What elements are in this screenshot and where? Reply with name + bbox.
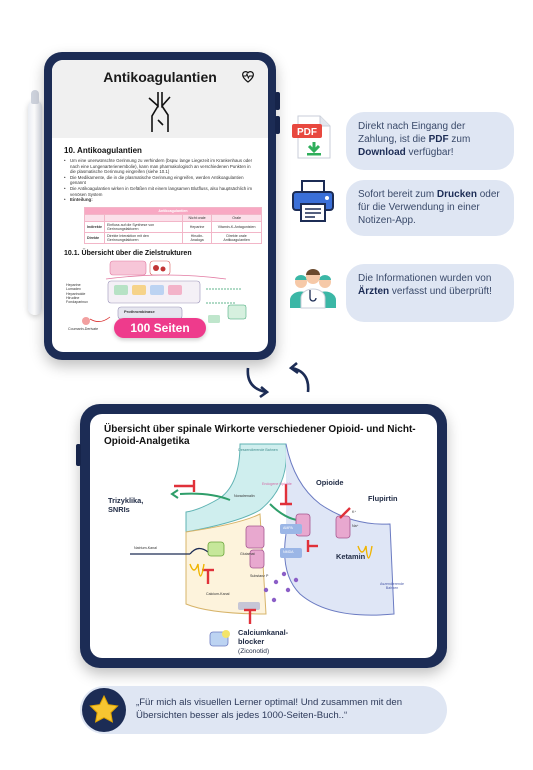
feature-print: Sofort bereit zum Drucken oder für die V… [346,180,514,236]
table-cell: Direkte orale Antikoagulantien [211,231,262,244]
table-cell: Heparine [181,220,213,233]
feature-bold-text: PDF [428,134,449,145]
label-aszendierende-bahnen: Aszendierende Bahnen [380,582,404,590]
label-ampa: AMPA [283,526,293,530]
cycle-arrows-icon [246,362,310,399]
bullet-text: Um eine unerwünschte Gerinnung zu verhin… [64,158,256,175]
diagram-label: Heparinoide [66,291,86,296]
feature-text: Sofort bereit zum [358,189,437,200]
pdf-download-icon: PDF [292,115,331,159]
pages-count-badge: 100 Seiten [114,318,206,338]
feature-text: zum [448,134,471,145]
diagram-label: Lumadex [66,287,81,292]
label-deszendierende-bahnen: Deszendierende Bahnen [238,448,278,452]
analgesic-sites-diagram [130,443,395,647]
label-calcium-kanal: Calcium-Kanal [206,592,230,596]
document-page: Antikoagulantien 10. Antikoagulantien Um… [52,60,268,352]
diagram-label-list: Heparine Lumadex Heparinoide Hirudine Fo… [66,283,88,305]
feature-text: verfügbar! [405,147,454,158]
table-cell: Einfluss auf die Synthese von Gerinnungs… [103,220,183,233]
table-row: Direkte Direkte Interaktion mit den Geri… [84,231,262,244]
section-heading: 10. Antikoagulantien [64,146,142,155]
star-icon [89,694,119,723]
label-k-plus: K⁺ [352,510,357,514]
diagram-label: Coumarin-Derivate [68,326,99,331]
label-glutamat: Glutamat [240,552,255,556]
feature-bold-text: Drucken [436,189,477,200]
feature-text: oder für die Verwendung in einer Notizen… [358,189,500,226]
label-opioide: Opioide [316,478,344,487]
label-na-plus: Na⁺ [352,524,359,528]
label-calciumkanalblocker: Calciumkanal-blocker [238,628,289,646]
star-badge [82,688,126,732]
overview-title: Übersicht über spinale Wirkorte verschie… [104,424,416,447]
table-subheader: Orale [211,213,262,222]
label-nmda: NMDA [283,550,294,554]
testimonial-banner: „Für mich als visuellen Lerner optimal! … [80,686,447,734]
table-cell: Indirekte [84,220,105,233]
document-header: Antikoagulantien [52,60,268,138]
overview-page: Übersicht über spinale Wirkorte verschie… [90,414,437,658]
table-cell: Hirudin-Analoga [181,231,213,244]
table-subheader [103,213,183,222]
document-title: Antikoagulantien [103,69,217,85]
label-ziconotid: (Ziconotid) [238,648,270,655]
diagram-label: Fondaparinux [66,300,88,305]
bullet-text: Einteilung: [64,197,256,203]
table-cell: Direkte [84,231,105,244]
testimonial-text: „Für mich als visuellen Lerner optimal! … [136,697,403,721]
diagram-label: Hirudine [66,295,80,300]
bullet-text: Die Antikoagulantien wirken in Gefäßen m… [64,186,256,197]
feature-pdf-download: Direkt nach Eingang der Zahlung, ist die… [346,112,514,170]
table-header: Antikoagulantien [84,206,262,215]
feature-doctors: Die Informationen wurden von Ärzten verf… [346,264,514,322]
table-cell: Direkte Interaktion mit den Gerinnungsfa… [103,231,183,244]
tablet-side-button [76,444,81,466]
tablet-side-button [275,92,280,110]
label-flupirtin: Flupirtin [368,494,398,503]
label-trizyklika: Trizyklika, SNRIs [108,496,144,514]
heart-pulse-icon [242,71,254,83]
feature-text: verfasst und überprüft! [389,286,492,297]
feature-text: Die Informationen wurden von [358,273,492,284]
feature-bold-text: Download [358,147,406,158]
label-endogene-opioide: Endogene Opioide [262,482,292,486]
diagram-label: Prothrombinase [124,308,155,314]
tablet-side-button [275,116,280,134]
printer-icon [292,180,334,222]
diagram-label: Heparine [66,282,81,287]
section-heading: 10.1. Übersicht über die Zielstrukturen [64,249,192,257]
tablet-document-preview: Antikoagulantien 10. Antikoagulantien Um… [44,52,280,360]
anticoagulant-table: Antikoagulantien Nicht orale Orale Indir… [84,206,262,244]
table-subheader: Nicht orale [181,213,213,222]
label-ketamin: Ketamin [336,552,366,561]
tablet-overview-preview: Übersicht über spinale Wirkorte verschie… [76,404,447,668]
table-row: Indirekte Einfluss auf die Synthese von … [84,220,262,233]
feature-bold-text: Ärzten [358,286,390,297]
pdf-icon-label: PDF [297,127,317,138]
bullet-text: Die Medikamente, die in die plasmatische… [64,175,256,186]
label-substanz-p: Substanz P [250,574,269,578]
table-cell: Vitamin-K-Antagonisten [211,220,262,233]
blood-vessel-icon [148,92,171,132]
stylus-pencil [28,90,42,315]
table-subheader [84,213,105,222]
label-noradrenalin: Noradrenalin [234,494,255,498]
feature-text: Direkt nach Eingang der Zahlung, ist die [358,121,466,145]
label-natrium-kanal: Natrium-Kanal [134,546,157,550]
doctors-icon [290,269,336,309]
